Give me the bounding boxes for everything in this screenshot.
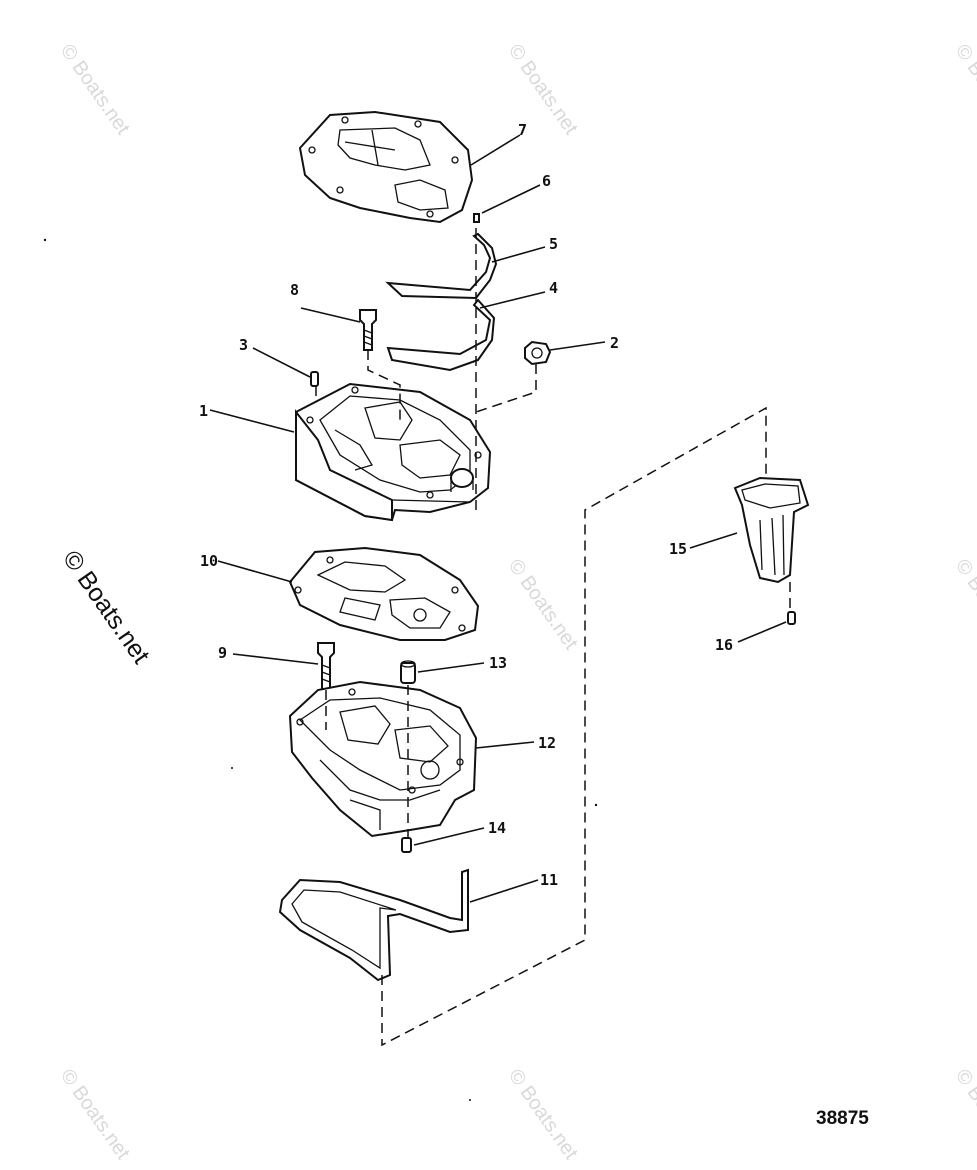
- callout-4: 4: [549, 279, 558, 297]
- callout-11: 11: [540, 871, 558, 889]
- callout-labels: 7 6 5 4 2 8 3 1 10 9 13 12 14 11 15 16: [199, 121, 733, 889]
- watermark-main: © Boats.net: [57, 545, 155, 668]
- part-1-adapter-plate: [295, 382, 492, 522]
- part-8-bolt: [359, 309, 377, 351]
- callout-10: 10: [200, 552, 218, 570]
- part-14-dowel: [401, 837, 412, 853]
- callout-16: 16: [715, 636, 733, 654]
- watermark-top-center: © Boats.net: [504, 40, 582, 139]
- part-13-sleeve: [400, 660, 416, 684]
- watermark-top-right: © Boats.net: [951, 40, 977, 139]
- part-15-cup: [733, 476, 810, 584]
- callout-15: 15: [669, 540, 687, 558]
- part-10-gasket: [288, 546, 480, 641]
- watermark-mid-right: © Boats.net: [951, 555, 977, 654]
- callout-5: 5: [549, 235, 558, 253]
- part-3-pin: [310, 371, 319, 387]
- watermark-bottom-left: © Boats.net: [56, 1065, 134, 1164]
- leader-lines: [209, 134, 787, 903]
- watermark-top-left: © Boats.net: [56, 40, 134, 139]
- part-6-screw: [473, 213, 480, 223]
- part-4-strip: [386, 298, 496, 372]
- callout-9: 9: [218, 644, 227, 662]
- callout-12: 12: [538, 734, 556, 752]
- part-11-seal: [278, 868, 469, 982]
- callout-6: 6: [542, 172, 551, 190]
- part-2-nut: [524, 340, 552, 366]
- figure-number: 38875: [816, 1108, 869, 1129]
- part-12-lower-block: [288, 680, 478, 838]
- callout-14: 14: [488, 819, 506, 837]
- part-16-screw: [787, 611, 796, 625]
- callout-13: 13: [489, 654, 507, 672]
- specks: [43, 238, 598, 1101]
- callout-8: 8: [290, 281, 299, 299]
- callout-1: 1: [199, 402, 208, 420]
- part-7-gasket: [298, 110, 474, 224]
- background-watermarks: © Boats.net © Boats.net © Boats.net © Bo…: [56, 40, 977, 1164]
- callout-2: 2: [610, 334, 619, 352]
- part-9-bolt: [317, 642, 335, 691]
- callout-7: 7: [518, 121, 527, 139]
- part-5-strip: [385, 232, 498, 300]
- watermark-bottom-right: © Boats.net: [951, 1065, 977, 1164]
- assembly-lines: [315, 228, 791, 1047]
- watermark-mid-center: © Boats.net: [504, 555, 582, 654]
- watermark-bottom-center: © Boats.net: [504, 1065, 582, 1164]
- callout-3: 3: [239, 336, 248, 354]
